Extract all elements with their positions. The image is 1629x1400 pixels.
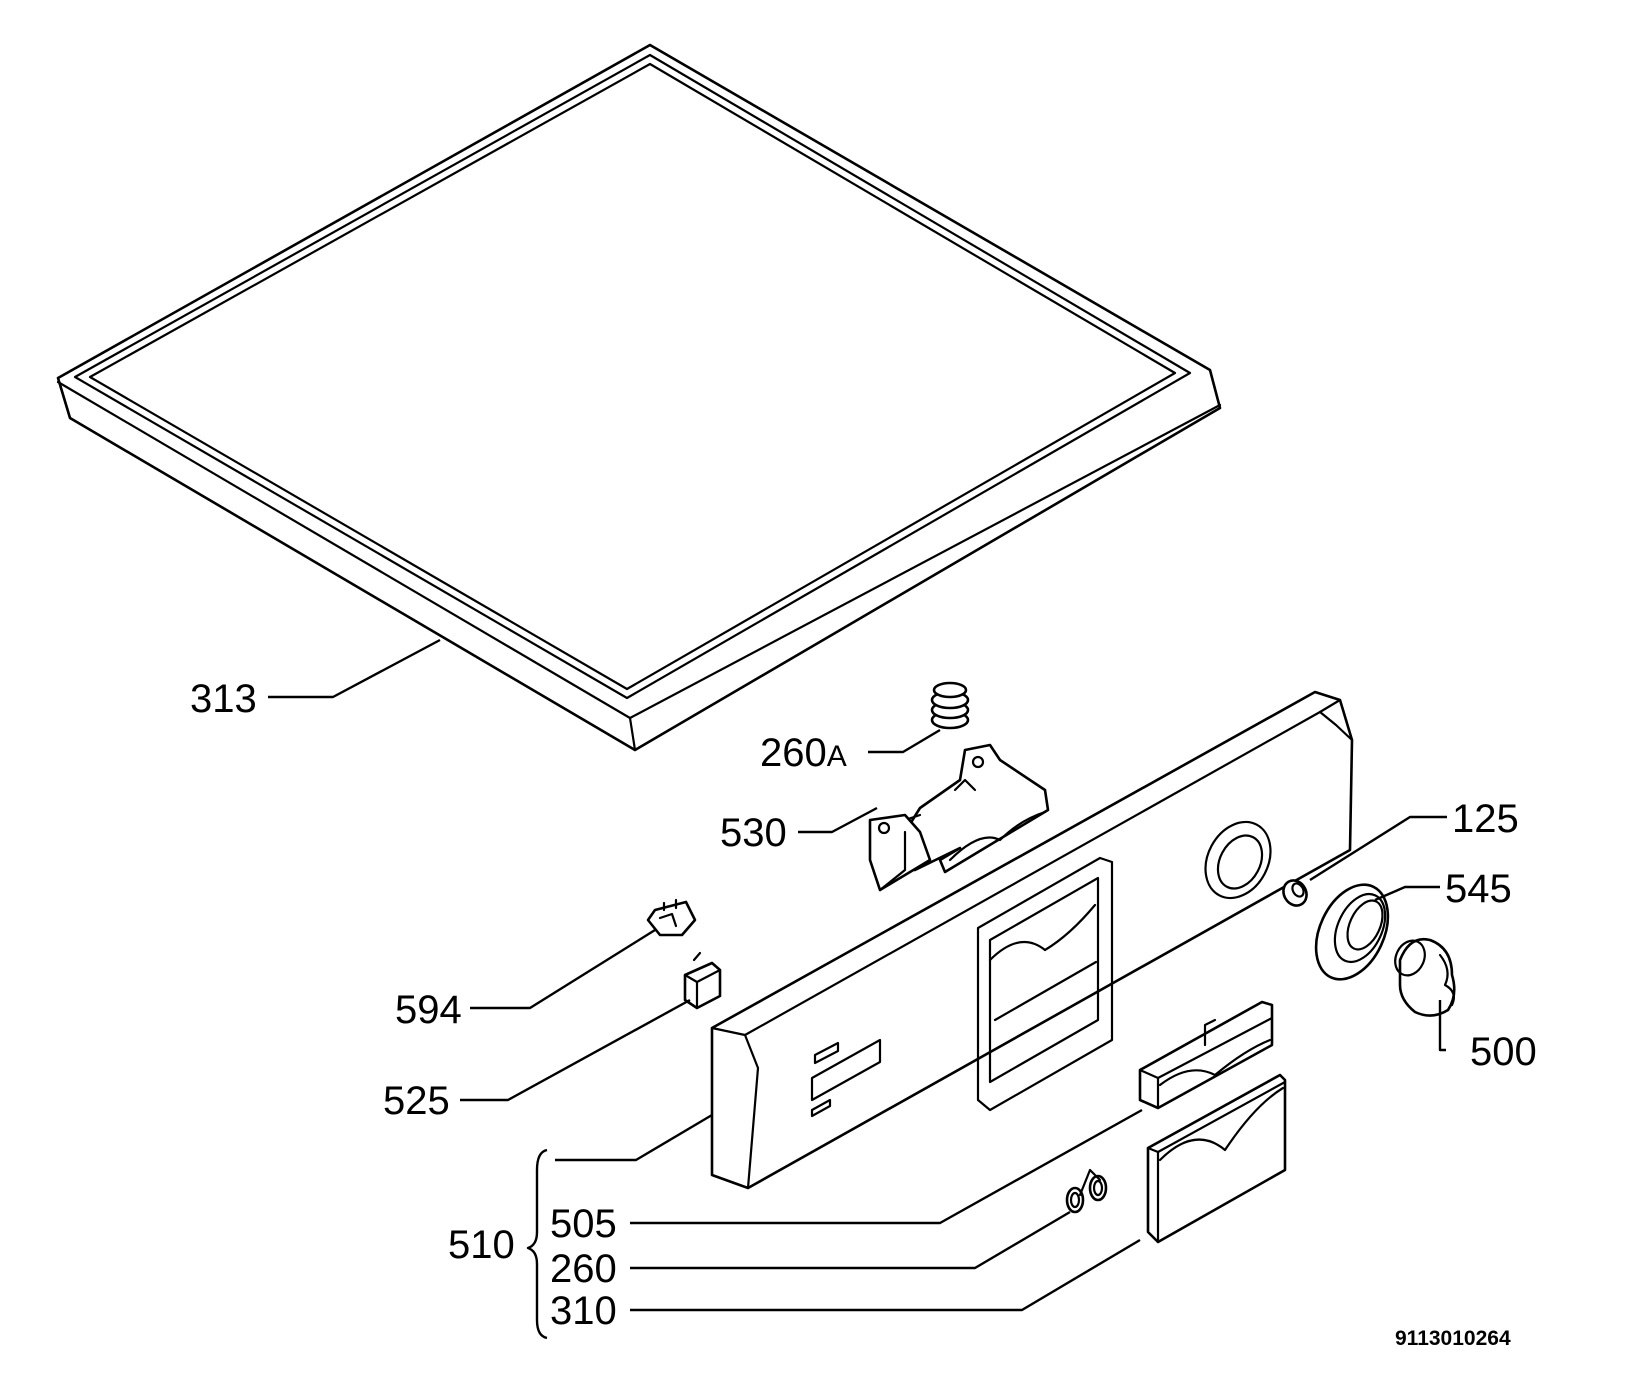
label-500: 500 — [1470, 1030, 1537, 1074]
label-505: 505 — [550, 1202, 617, 1246]
bracket-530-part — [868, 743, 1050, 892]
leader-500 — [1438, 1000, 1446, 1052]
top-cover-part — [56, 43, 1222, 752]
button-525-part — [683, 951, 722, 1010]
leader-313 — [268, 638, 441, 699]
label-310: 310 — [550, 1289, 617, 1333]
hinge-505-part — [1138, 1000, 1274, 1110]
label-525: 525 — [383, 1079, 450, 1123]
knob-ring-545-part — [1314, 883, 1390, 981]
leader-lines — [268, 638, 1447, 1340]
label-260a-suffix: A — [827, 740, 847, 773]
leader-530 — [798, 806, 878, 834]
drawing-number: 9113010264 — [1395, 1327, 1511, 1350]
leader-594 — [470, 928, 656, 1010]
leader-260 — [630, 1210, 1071, 1270]
label-260: 260 — [550, 1247, 617, 1291]
leader-310 — [630, 1238, 1141, 1312]
spring-260-part — [1065, 1168, 1108, 1214]
callout-labels: 313 260A 530 125 545 500 594 525 510 505… — [190, 677, 1537, 1350]
spring-260a-part — [930, 681, 970, 730]
leader-260a — [868, 728, 941, 754]
nut-125-part — [1282, 879, 1308, 907]
leader-545 — [1374, 885, 1440, 902]
label-313: 313 — [190, 677, 257, 721]
leader-525 — [460, 998, 691, 1102]
brace-510 — [526, 1148, 548, 1340]
control-panel-part — [710, 690, 1354, 1190]
leader-125 — [1309, 815, 1447, 882]
leader-505 — [630, 1108, 1143, 1225]
label-530: 530 — [720, 811, 787, 855]
label-260a: 260A — [760, 731, 847, 775]
flap-310-part — [1146, 1073, 1287, 1244]
switch-594-part — [646, 898, 697, 937]
label-545: 545 — [1445, 867, 1512, 911]
knob-500-part — [1394, 937, 1456, 1017]
label-594: 594 — [395, 988, 462, 1032]
label-260a-number: 260 — [760, 731, 827, 775]
leader-510 — [555, 1113, 713, 1162]
label-510: 510 — [448, 1223, 515, 1267]
label-125: 125 — [1452, 797, 1519, 841]
